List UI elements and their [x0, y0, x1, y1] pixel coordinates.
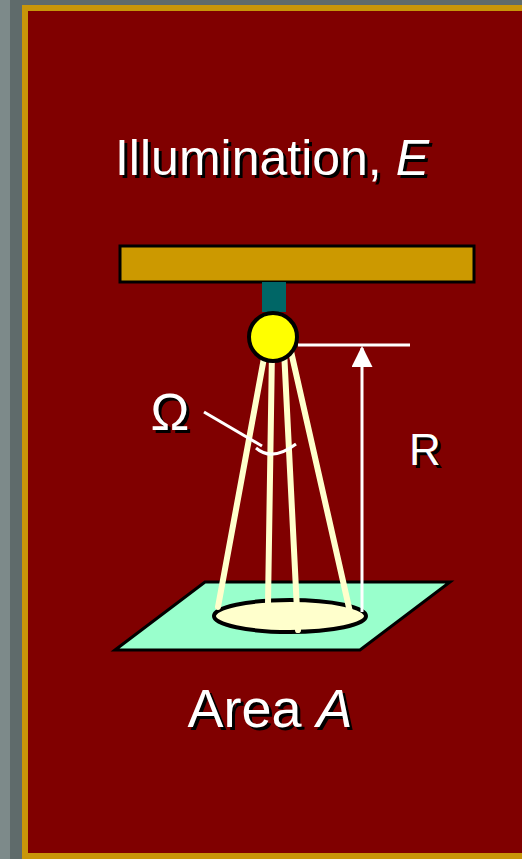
title: Illumination, E: [115, 133, 429, 183]
lit-spot: [214, 600, 366, 632]
leader-line: [204, 412, 262, 446]
lamp-bulb: [249, 313, 297, 361]
backdrop-shade: [0, 0, 10, 859]
slide-ground: [28, 11, 522, 853]
distance-arrow: [361, 348, 364, 612]
reference-line: [298, 344, 410, 347]
slide-frame: [22, 5, 522, 859]
solid-angle-label: Ω: [151, 386, 190, 438]
light-rays: [218, 347, 350, 630]
area-plane: [115, 582, 450, 650]
distance-label: R: [409, 428, 441, 472]
area-label: Area A: [187, 681, 352, 735]
lamp-stem: [262, 282, 286, 312]
ceiling-bar: [120, 246, 474, 282]
